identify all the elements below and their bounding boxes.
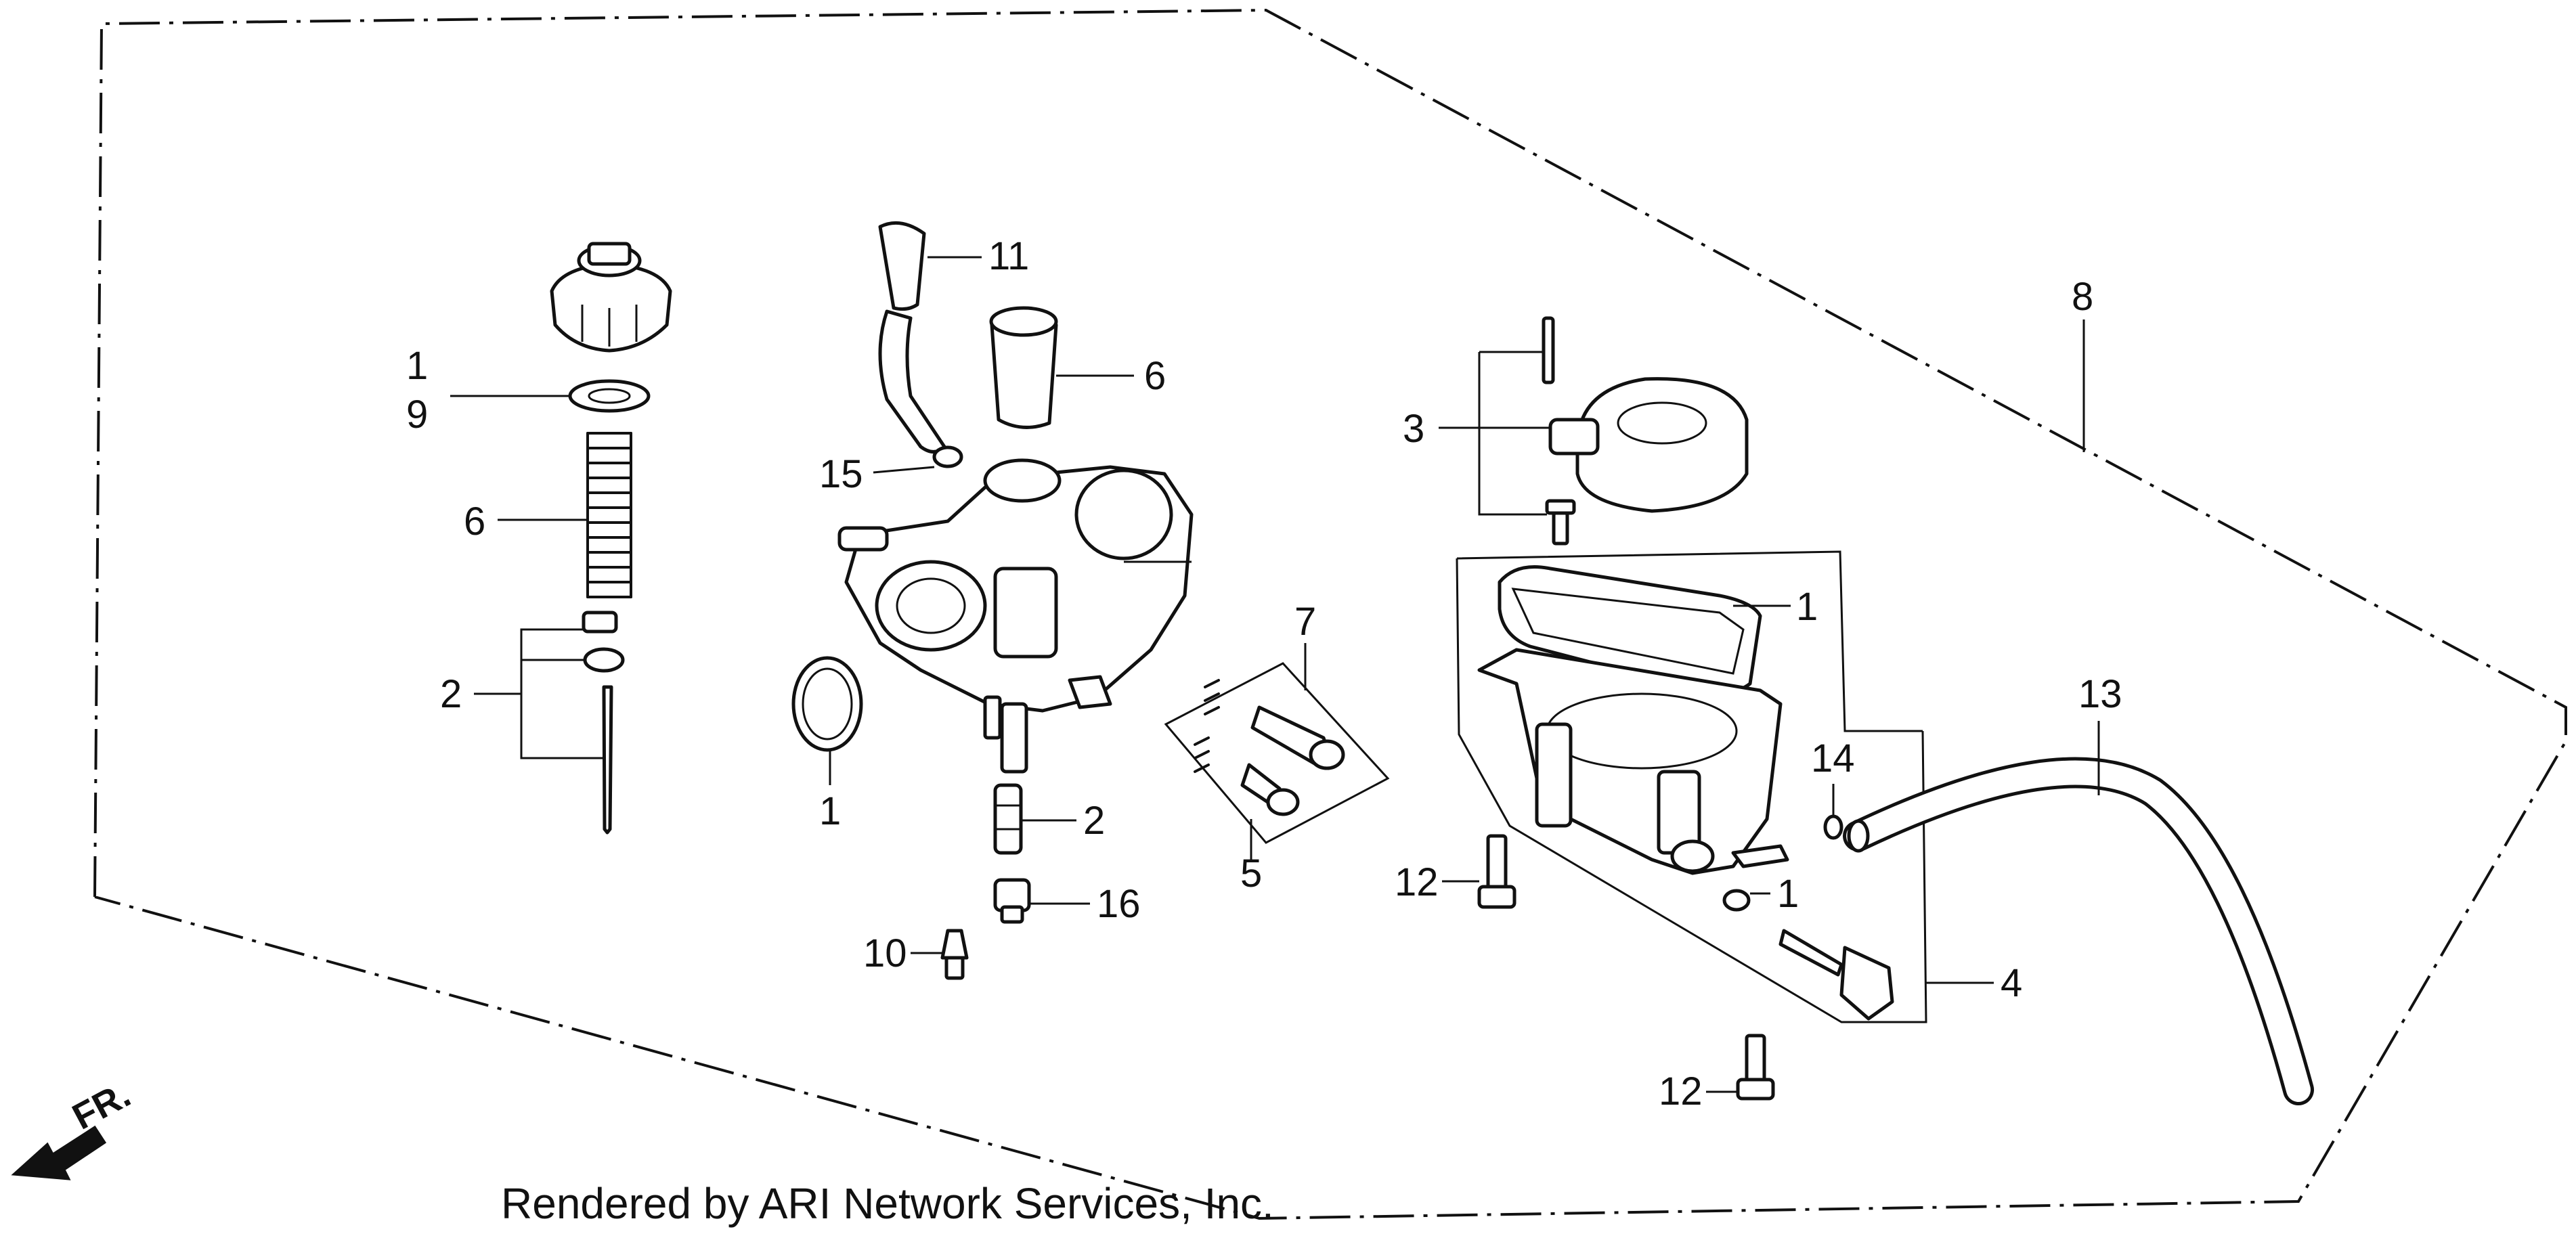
callout-2-needle: 2 <box>440 672 462 716</box>
needle-retainer-part <box>583 647 625 673</box>
float-screw-part <box>1545 499 1576 546</box>
callout-1-cap: 1 <box>406 344 428 388</box>
callout-2-jet: 2 <box>1083 799 1105 843</box>
callout-14: 14 <box>1811 736 1855 780</box>
bowl-gasket-part <box>1498 565 1762 694</box>
callout-7: 7 <box>1294 600 1316 644</box>
hose-clip-part <box>932 445 963 468</box>
idle-screw-part <box>1194 736 1300 816</box>
jet-needle-part <box>602 685 613 835</box>
pilot-screw-part <box>1204 679 1345 770</box>
o-ring-part <box>791 656 863 752</box>
spring-part <box>586 432 632 598</box>
callout-4: 4 <box>2001 961 2022 1005</box>
callout-10: 10 <box>863 931 907 975</box>
callout-8: 8 <box>2072 275 2093 319</box>
callout-3: 3 <box>1403 407 1424 451</box>
callout-11: 11 <box>988 234 1029 278</box>
callout-1-o-ring: 1 <box>1777 872 1799 916</box>
float-pin-part <box>1542 316 1555 384</box>
bowl-screw-part-a <box>1477 834 1516 909</box>
drain-o-ring-part <box>1722 889 1751 912</box>
callout-9: 9 <box>406 393 428 437</box>
main-jet-part <box>993 878 1031 924</box>
callout-15: 15 <box>819 452 863 496</box>
callout-12-b: 12 <box>1659 1069 1703 1113</box>
washer-part <box>568 379 651 413</box>
drain-screw-part <box>1778 929 1894 1021</box>
screw-set-box <box>1164 662 1390 844</box>
carburetor-body-part <box>837 458 1194 774</box>
callout-16: 16 <box>1097 882 1141 926</box>
assembly-boundary <box>93 8 2567 1220</box>
callout-6-slide: 6 <box>1144 354 1166 398</box>
float-bowl-group <box>1456 550 1927 1023</box>
direction-label: FR. <box>66 1074 137 1138</box>
vent-tube-part <box>878 221 926 311</box>
callout-12-a: 12 <box>1395 860 1439 904</box>
callout-1-bowl: 1 <box>1796 585 1818 629</box>
top-cap-part <box>550 242 672 353</box>
float-chamber-part <box>1477 648 1789 875</box>
front-direction-marker: FR. <box>11 1074 137 1180</box>
needle-jet-part <box>993 783 1023 855</box>
fuel-hose-part <box>1843 757 2314 1105</box>
callout-1-body: 1 <box>819 789 841 833</box>
throttle-slide-part <box>989 306 1058 429</box>
callout-6-spring: 6 <box>464 500 485 544</box>
front-arrow-icon <box>11 1125 107 1180</box>
screw-part-10 <box>940 929 969 980</box>
needle-clip-part <box>582 611 618 634</box>
bowl-screw-part-b <box>1736 1034 1775 1101</box>
hose-clip-part-14 <box>1823 814 1843 840</box>
footer-credit: Rendered by ARI Network Services, Inc. <box>501 1179 1274 1228</box>
callout-13: 13 <box>2078 672 2122 716</box>
float-part <box>1548 377 1749 513</box>
